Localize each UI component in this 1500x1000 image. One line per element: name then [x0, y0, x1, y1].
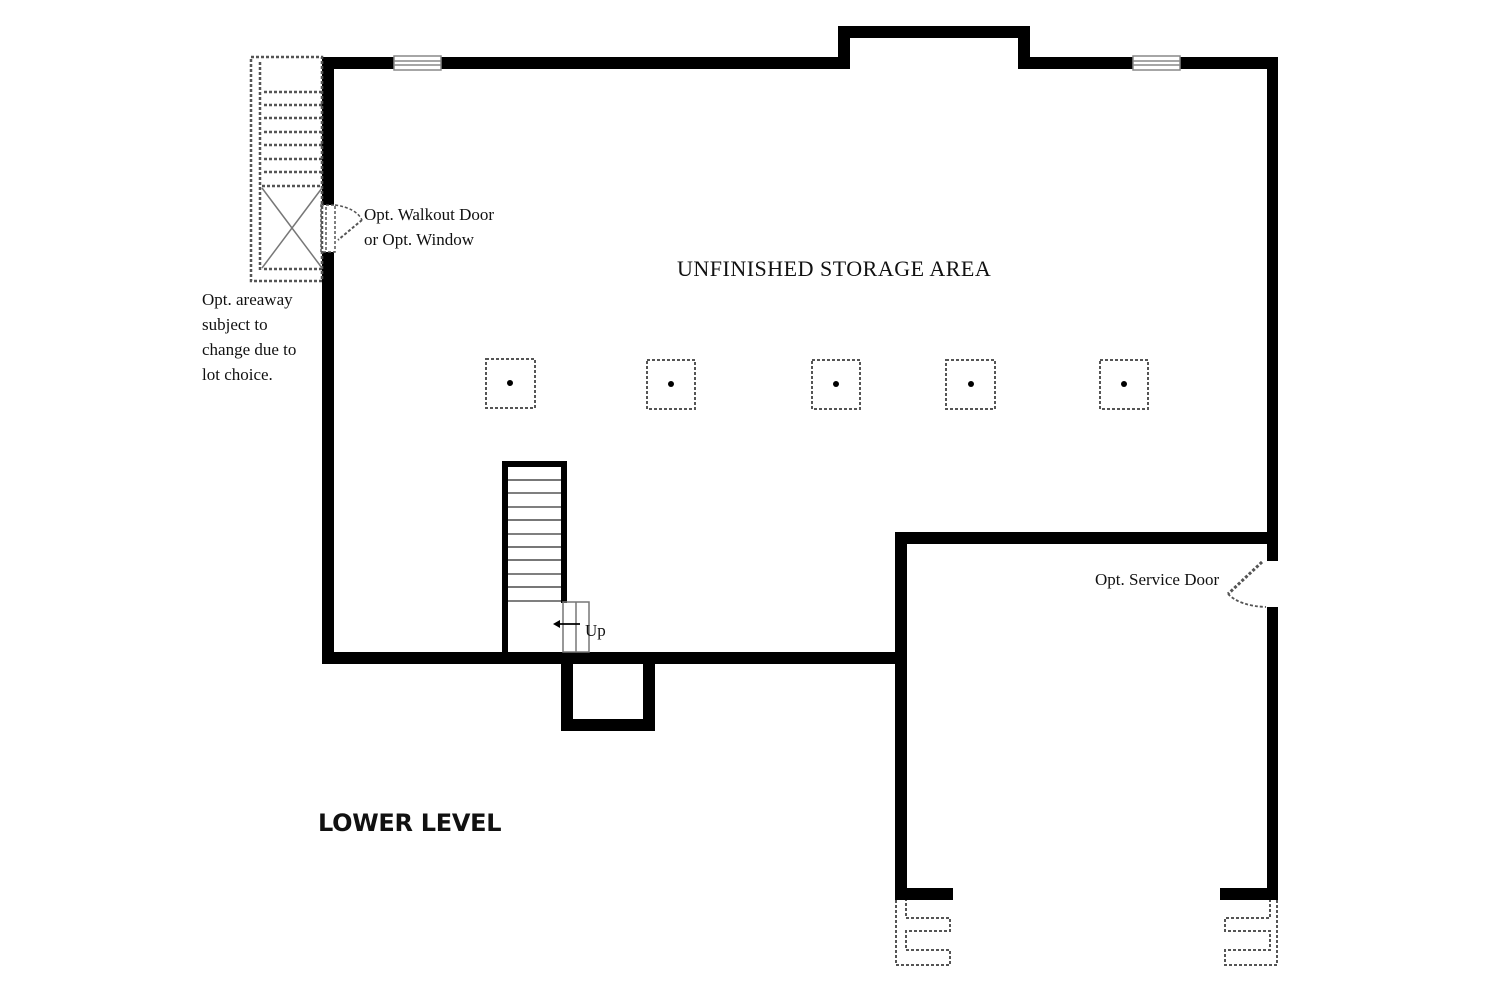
- areaway-note-line-2: subject to: [202, 315, 268, 334]
- walkout-note-line-2: or Opt. Window: [364, 230, 474, 249]
- columns: [485, 358, 1149, 410]
- stairs-up-label: Up: [585, 621, 606, 640]
- areaway-note-line-1: Opt. areaway: [202, 290, 293, 309]
- column-4: [945, 359, 996, 410]
- service-door: [1226, 560, 1267, 608]
- garage-footing-left: [895, 900, 951, 966]
- areaway-note-line-3: change due to: [202, 340, 297, 359]
- service-door-note: Opt. Service Door: [1095, 570, 1220, 589]
- walkout-door: [320, 204, 363, 253]
- areaway: [249, 55, 324, 283]
- window-right: [1132, 55, 1181, 71]
- areaway-note-line-4: lot choice.: [202, 365, 273, 384]
- column-5: [1099, 359, 1149, 410]
- column-3: [811, 359, 861, 410]
- room-label-storage: UNFINISHED STORAGE AREA: [677, 256, 992, 281]
- column-1: [485, 358, 536, 409]
- column-2: [646, 359, 696, 410]
- garage-footing-right: [1224, 900, 1278, 966]
- areaway-note: Opt. areaway subject to change due to lo…: [202, 287, 296, 387]
- stairs: [502, 461, 590, 653]
- level-title: LOWER LEVEL: [318, 809, 502, 837]
- walls: [322, 26, 1278, 900]
- walkout-note-line-1: Opt. Walkout Door: [364, 205, 495, 224]
- window-left: [393, 55, 442, 71]
- walkout-note: Opt. Walkout Door or Opt. Window: [364, 202, 494, 252]
